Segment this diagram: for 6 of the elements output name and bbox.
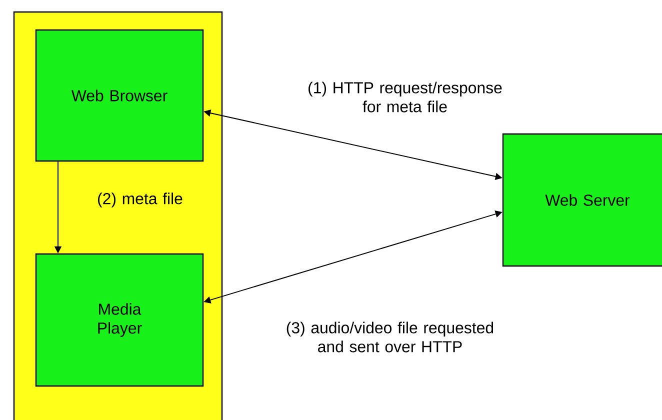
process-box: Web Server xyxy=(502,133,662,267)
process-box: Media Player xyxy=(35,253,204,387)
edge-label: (2) meta file xyxy=(98,192,182,208)
process-box: Web Browser xyxy=(35,29,204,162)
edge-label: (1) HTTP request/response for meta file xyxy=(308,82,502,112)
edge-label: (3) audio/video file requested and sent over HTTP xyxy=(286,322,494,352)
